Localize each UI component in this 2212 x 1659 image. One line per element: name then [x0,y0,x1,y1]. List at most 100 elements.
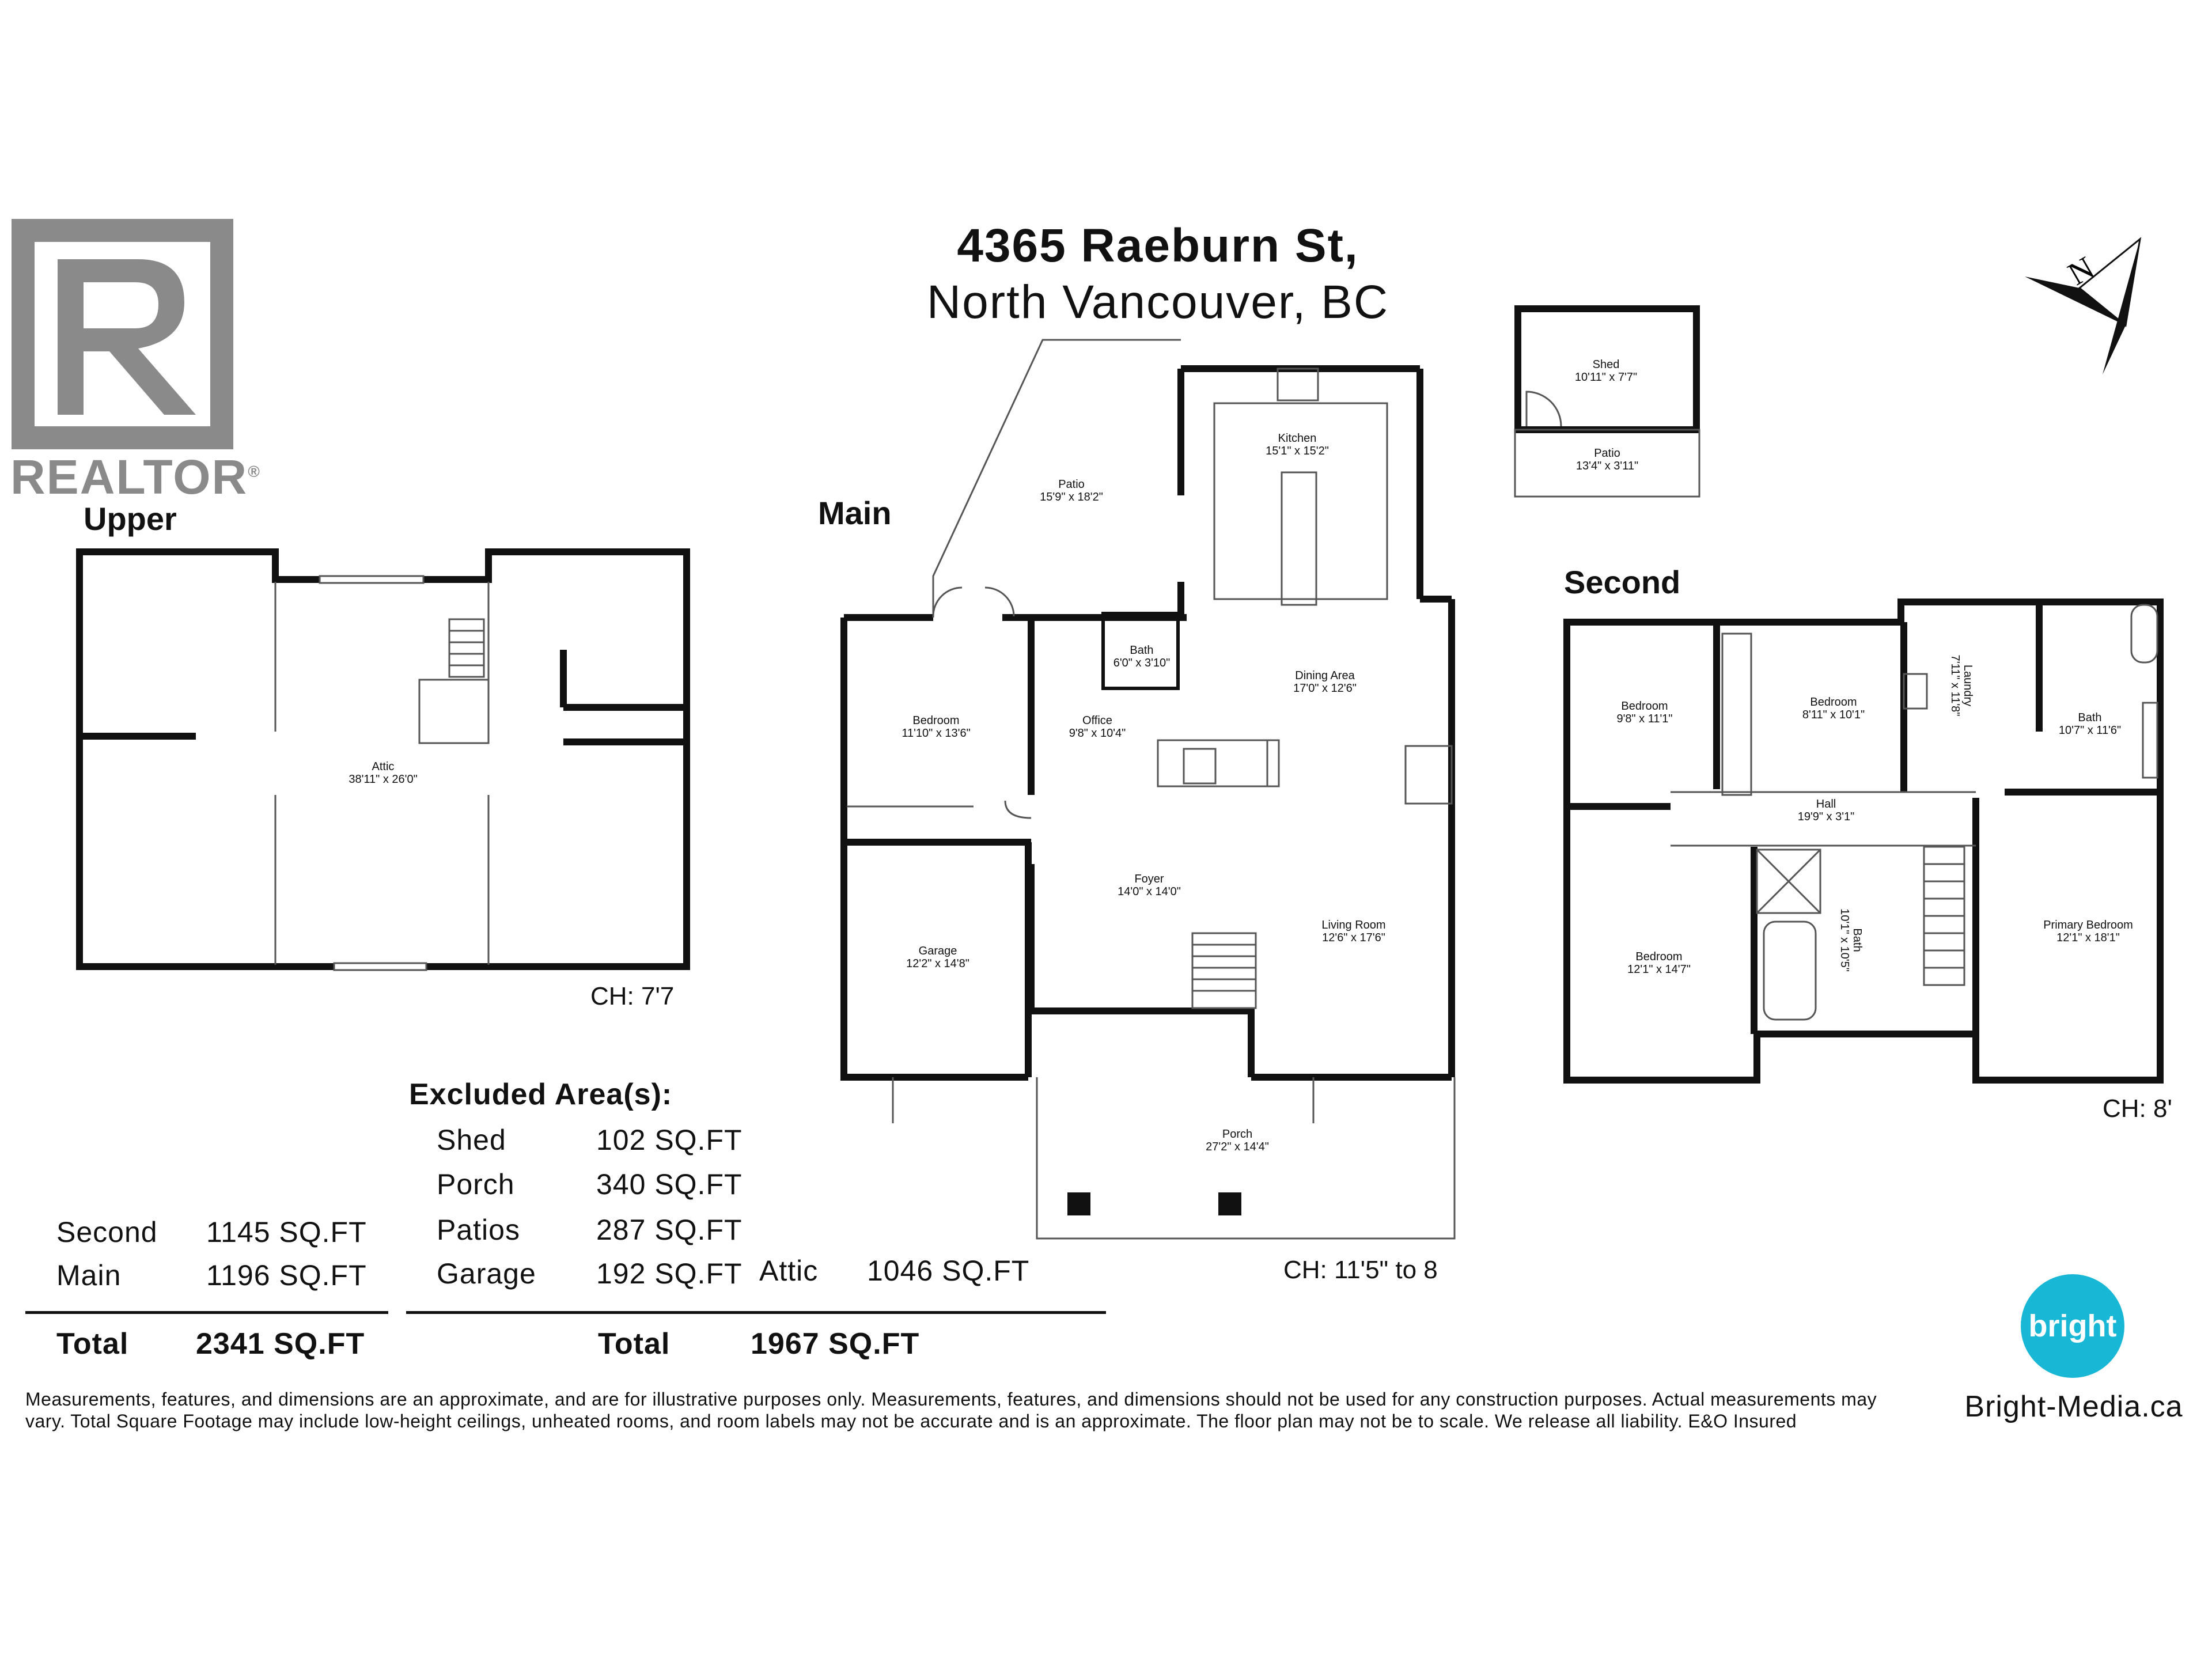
excluded-label-porch: Porch [437,1168,515,1200]
excluded-total-value: 1967 SQ.FT [751,1327,920,1361]
excluded-label-attic: Attic [759,1255,819,1287]
room-label-living-room: Living Room 12'6" x 17'6" [1321,919,1385,944]
room-dims: 7'11" x 11'8" [1949,654,1961,717]
room-name: Primary Bedroom [2043,919,2133,931]
room-name: Bath [1851,928,1863,952]
room-dims: 10'1" x 10'5" [1838,908,1851,972]
bright-logo-text: bright [2028,1309,2117,1343]
room-dims: 10'11" x 7'7" [1574,371,1638,384]
room-dims: 12'1" x 18'1" [2056,931,2120,944]
room-name: Laundry [1961,664,1974,707]
room-dims: 15'9" x 18'2" [1040,491,1103,503]
realtor-logo-icon [12,219,233,449]
room-label-bath-2a: Bath 10'7" x 11'6" [2059,711,2121,737]
excluded-total-label: Total [598,1327,671,1361]
room-dims: 9'8" x 10'4" [1069,727,1126,740]
room-dims: 38'11" x 26'0" [349,773,418,786]
room-label-shed: Shed 10'11" x 7'7" [1575,358,1637,384]
room-dims: 12'2" x 14'8" [906,957,969,970]
upper-floor-label: Upper [84,501,177,537]
room-name: Hall [1816,798,1836,810]
room-name: Living Room [1321,919,1386,931]
room-dims: 6'0" x 3'10" [1113,657,1171,669]
room-name: Bedroom [912,714,960,727]
room-dims: 19'9" x 3'1" [1797,810,1855,823]
room-label-bath-main: Bath 6'0" x 3'10" [1113,644,1171,669]
main-floor-plan [840,339,1456,1240]
room-label-office: Office 9'8" x 10'4" [1069,714,1126,740]
room-dims: 10'7" x 11'6" [2058,724,2122,737]
excluded-value-attic: 1046 SQ.FT [867,1255,1030,1287]
excluded-heading: Excluded Area(s): [409,1078,673,1111]
room-label-bedroom-2c: Bedroom 12'1" x 14'7" [1627,950,1691,976]
realtor-logo-text: REALTOR® [10,449,261,505]
main-floor-label: Main [818,495,892,531]
room-name: Attic [372,760,395,773]
excluded-value-patios: 287 SQ.FT [596,1214,743,1246]
room-label-shed-patio: Patio 13'4" x 3'11" [1576,447,1638,472]
room-name: Patio [1058,478,1085,491]
excluded-value-shed: 102 SQ.FT [596,1124,743,1156]
room-name: Office [1082,714,1112,727]
room-name: Dining Area [1295,669,1355,682]
disclaimer-text: Measurements, features, and dimensions a… [25,1389,1877,1431]
realtor-registered-mark: ® [248,463,261,480]
room-label-bedroom-2a: Bedroom 9'8" x 11'1" [1616,700,1672,725]
address-line-1: 4365 Raeburn St, [957,219,1359,272]
divider-excluded [406,1311,1106,1314]
room-label-garage: Garage 12'2" x 14'8" [906,945,969,970]
second-ceiling-height: CH: 8' [2103,1094,2172,1123]
room-label-foyer: Foyer 14'0" x 14'0" [1118,873,1181,898]
room-label-patio: Patio 15'9" x 18'2" [1040,478,1103,503]
room-name: Garage [918,945,957,957]
room-dims: 14'0" x 14'0" [1118,885,1181,898]
room-label-laundry: Laundry 7'11" x 11'8" [1949,655,1974,717]
included-total-value: 2341 SQ.FT [196,1327,365,1361]
room-label-bedroom-main: Bedroom 11'10" x 13'6" [902,714,970,740]
room-name: Porch [1222,1128,1253,1141]
room-dims: 15'1" x 15'2" [1266,445,1329,457]
room-name: Bedroom [1621,700,1668,713]
room-name: Bedroom [1635,950,1683,963]
room-dims: 13'4" x 3'11" [1575,460,1639,472]
bright-media-url[interactable]: Bright-Media.ca [1964,1390,2183,1423]
room-label-kitchen: Kitchen 15'1" x 15'2" [1266,432,1329,457]
room-name: Foyer [1134,873,1164,885]
room-label-porch: Porch 27'2" x 14'4" [1206,1128,1269,1153]
main-ceiling-height: CH: 11'5" to 8 [1283,1256,1438,1284]
area-value-main: 1196 SQ.FT [206,1259,367,1291]
room-dims: 27'2" x 14'4" [1206,1141,1269,1153]
room-name: Bath [1130,644,1154,657]
bright-logo-icon: bright [2021,1274,2124,1378]
room-label-bedroom-2b: Bedroom 8'11" x 10'1" [1802,696,1865,721]
north-arrow-icon: N [2025,237,2142,374]
room-dims: 12'6" x 17'6" [1322,931,1385,944]
excluded-value-porch: 340 SQ.FT [596,1168,743,1200]
room-dims: 9'8" x 11'1" [1616,713,1673,725]
excluded-value-garage: 192 SQ.FT [596,1257,743,1290]
excluded-label-garage: Garage [437,1257,536,1290]
area-value-second: 1145 SQ.FT [206,1216,367,1248]
room-label-dining-area: Dining Area 17'0" x 12'6" [1293,669,1357,695]
shed-plan [1514,305,1700,498]
area-label-second: Second [56,1216,158,1248]
room-name: Bath [2078,711,2102,724]
room-name: Patio [1594,447,1620,460]
room-dims: 8'11" x 10'1" [1802,709,1865,721]
room-dims: 12'1" x 14'7" [1627,963,1691,976]
excluded-label-shed: Shed [437,1124,506,1156]
realtor-word: REALTOR [10,450,248,504]
room-name: Shed [1592,358,1620,371]
included-total-label: Total [56,1327,129,1361]
excluded-label-patios: Patios [437,1214,520,1246]
room-label-primary-bedroom: Primary Bedroom 12'1" x 18'1" [2043,919,2133,944]
upper-floor-plan [76,548,690,971]
second-floor-label: Second [1564,564,1681,600]
area-label-main: Main [56,1259,122,1291]
room-label-hall: Hall 19'9" x 3'1" [1798,798,1855,823]
second-floor-plan [1563,599,2164,1084]
room-dims: 17'0" x 12'6" [1293,682,1357,695]
room-name: Bedroom [1810,696,1857,709]
room-name: Kitchen [1278,432,1317,445]
